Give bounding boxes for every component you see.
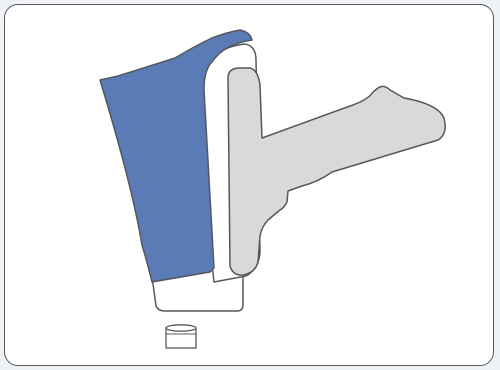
- device-grip-handle: [227, 67, 446, 276]
- sample-cup-icon: [165, 324, 197, 349]
- handheld-xrf-analyzer-icon: [99, 29, 446, 312]
- sample-cup-rim: [165, 324, 197, 332]
- device-front-housing: [99, 29, 253, 283]
